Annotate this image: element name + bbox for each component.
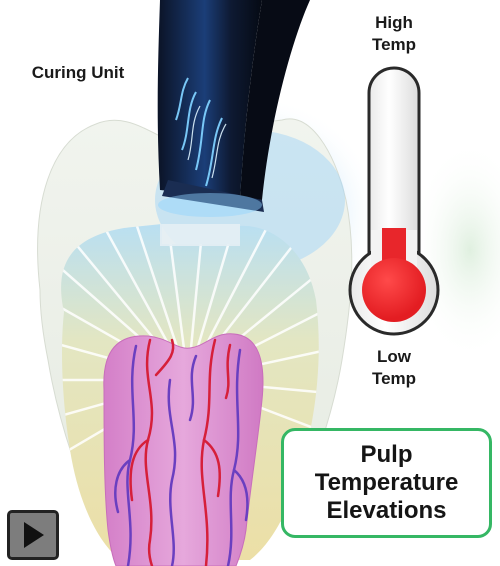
play-button[interactable] [7,510,59,560]
high-temp-line1: High [352,12,436,34]
play-icon [10,513,56,557]
low-temp-line1: Low [352,346,436,368]
low-temp-line2: Temp [352,368,436,390]
title-line3: Elevations [326,497,446,525]
title-line1: Pulp [361,441,413,469]
low-temp-label: Low Temp [352,346,436,390]
title-line2: Temperature [315,469,459,497]
title-box: Pulp Temperature Elevations [281,428,492,538]
curing-unit-label: Curing Unit [8,62,148,84]
high-temp-label: High Temp [352,12,436,56]
high-temp-line2: Temp [352,34,436,56]
